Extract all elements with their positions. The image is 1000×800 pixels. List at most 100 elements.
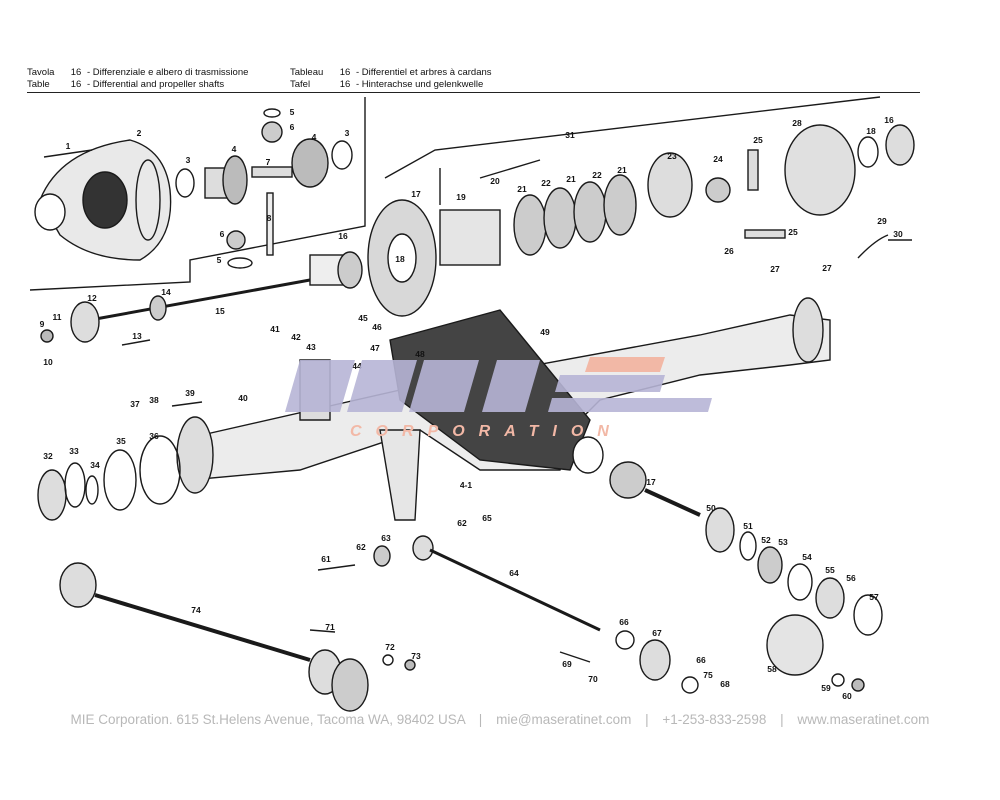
caption-row: Tavola 16 - Differenziale e albero di tr… [27,67,248,79]
part-number-label: 6 [219,229,225,239]
part-number-label: 26 [724,246,734,256]
part-number-label: 44 [352,361,362,371]
bearing-50 [705,507,735,553]
caption-left: Tavola 16 - Differenziale e albero di tr… [27,67,248,91]
part-number-label: 3 [185,155,191,165]
footer-email[interactable]: mie@maseratinet.com [496,712,632,727]
part-number-label: 22 [592,170,602,180]
watermark-subtitle: CORPORATION [350,423,623,440]
pinion-6b [226,230,246,250]
caption-row: Table 16 - Differential and propeller sh… [27,79,248,91]
caption-table-number: 16 [70,79,82,90]
washer-54 [787,563,813,601]
caption-row: Tableau 16 - Differentiel et arbres à ca… [290,67,492,79]
part-number-label: 14 [161,287,171,297]
part-number-label: 19 [456,192,466,202]
part-number-label: 56 [846,573,856,583]
part-number-label: 4-1 [459,480,473,490]
group-outline-right [384,96,881,179]
part-number-label: 32 [43,451,53,461]
part-number-label: 54 [802,552,812,562]
part-number-label: 21 [517,184,527,194]
part-number-label: 63 [381,533,391,543]
nut-9 [40,329,54,343]
washer-66b [681,676,699,694]
part-number-label: 4 [311,132,317,142]
part-number-label: 21 [566,174,576,184]
part-number-label: 48 [415,349,425,359]
part-number-label: 38 [149,395,159,405]
part-number-label: 27 [770,264,780,274]
ring-35 [103,449,137,511]
part-number-label: 43 [306,342,316,352]
part-number-label: 37 [130,399,140,409]
part-number-label: 25 [753,135,763,145]
part-number-label: 21 [617,165,627,175]
part-number-label: 34 [90,460,100,470]
lock-plate-29 [857,234,889,259]
washer-59 [831,673,845,687]
caption-table-number: 16 [339,79,351,90]
footer: MIE Corporation. 615 St.Helens Avenue, T… [0,712,1000,727]
part-number-label: 20 [490,176,500,186]
part-number-label: 16 [338,231,348,241]
cross-25 [744,149,786,239]
part-number-label: 58 [767,664,777,674]
part-number-label: 11 [52,312,62,322]
part-number-label: 61 [321,554,331,564]
differential-housing-28 [784,124,915,216]
part-number-label: 15 [215,306,225,316]
bolt-71 [309,629,336,633]
washer-5b [227,257,253,269]
part-number-label: 1 [65,141,71,151]
part-number-label: 23 [667,151,677,161]
part-number-label: 4 [231,144,237,154]
ring-36 [139,435,181,505]
bracket-67 [639,639,671,681]
propeller-shaft-74 [59,562,369,712]
pinion-6 [261,121,283,143]
reaction-rod-64 [412,535,601,632]
part-number-label: 6 [289,122,295,132]
shaft-8 [266,192,274,256]
part-number-label: 35 [116,436,126,446]
side-gear-4 [204,155,248,205]
part-number-label: 8 [266,213,272,223]
part-number-label: 31 [565,130,575,140]
part-number-label: 68 [720,679,730,689]
part-number-label: 22 [541,178,551,188]
part-number-label: 5 [216,255,222,265]
part-number-label: 72 [385,642,395,652]
side-gear-4b [291,138,329,188]
part-number-label: 52 [761,535,771,545]
footer-website[interactable]: www.maseratinet.com [797,712,930,727]
ring-57 [853,594,883,636]
seal-34 [85,475,99,505]
washer-3b [331,140,353,170]
bracket-43 [299,359,331,421]
part-number-label: 62 [457,518,467,528]
caption-rule [27,92,920,93]
footer-phone[interactable]: +1-253-833-2598 [662,712,767,727]
part-number-label: 59 [821,683,831,693]
part-number-label: 62 [356,542,366,552]
bolt-61 [317,564,356,571]
part-number-label: 13 [132,331,142,341]
part-number-label: 74 [191,605,201,615]
nut-73 [404,659,416,671]
pin-1 [43,149,93,158]
part-number-label: 17 [411,189,421,199]
sleeve-14 [149,295,167,321]
part-number-label: 2 [136,128,142,138]
spacer-51 [739,531,757,561]
part-number-label: 46 [372,322,382,332]
pin-13 [121,339,151,346]
caption-keyword: Tavola [27,67,55,78]
part-number-label: 25 [788,227,798,237]
bolt-39 [171,401,203,407]
part-number-label: 5 [289,107,295,117]
caption-table-number: 16 [70,67,82,78]
part-number-label: 66 [619,617,629,627]
bolt-20 [479,159,541,179]
footer-separator: | [478,712,483,727]
